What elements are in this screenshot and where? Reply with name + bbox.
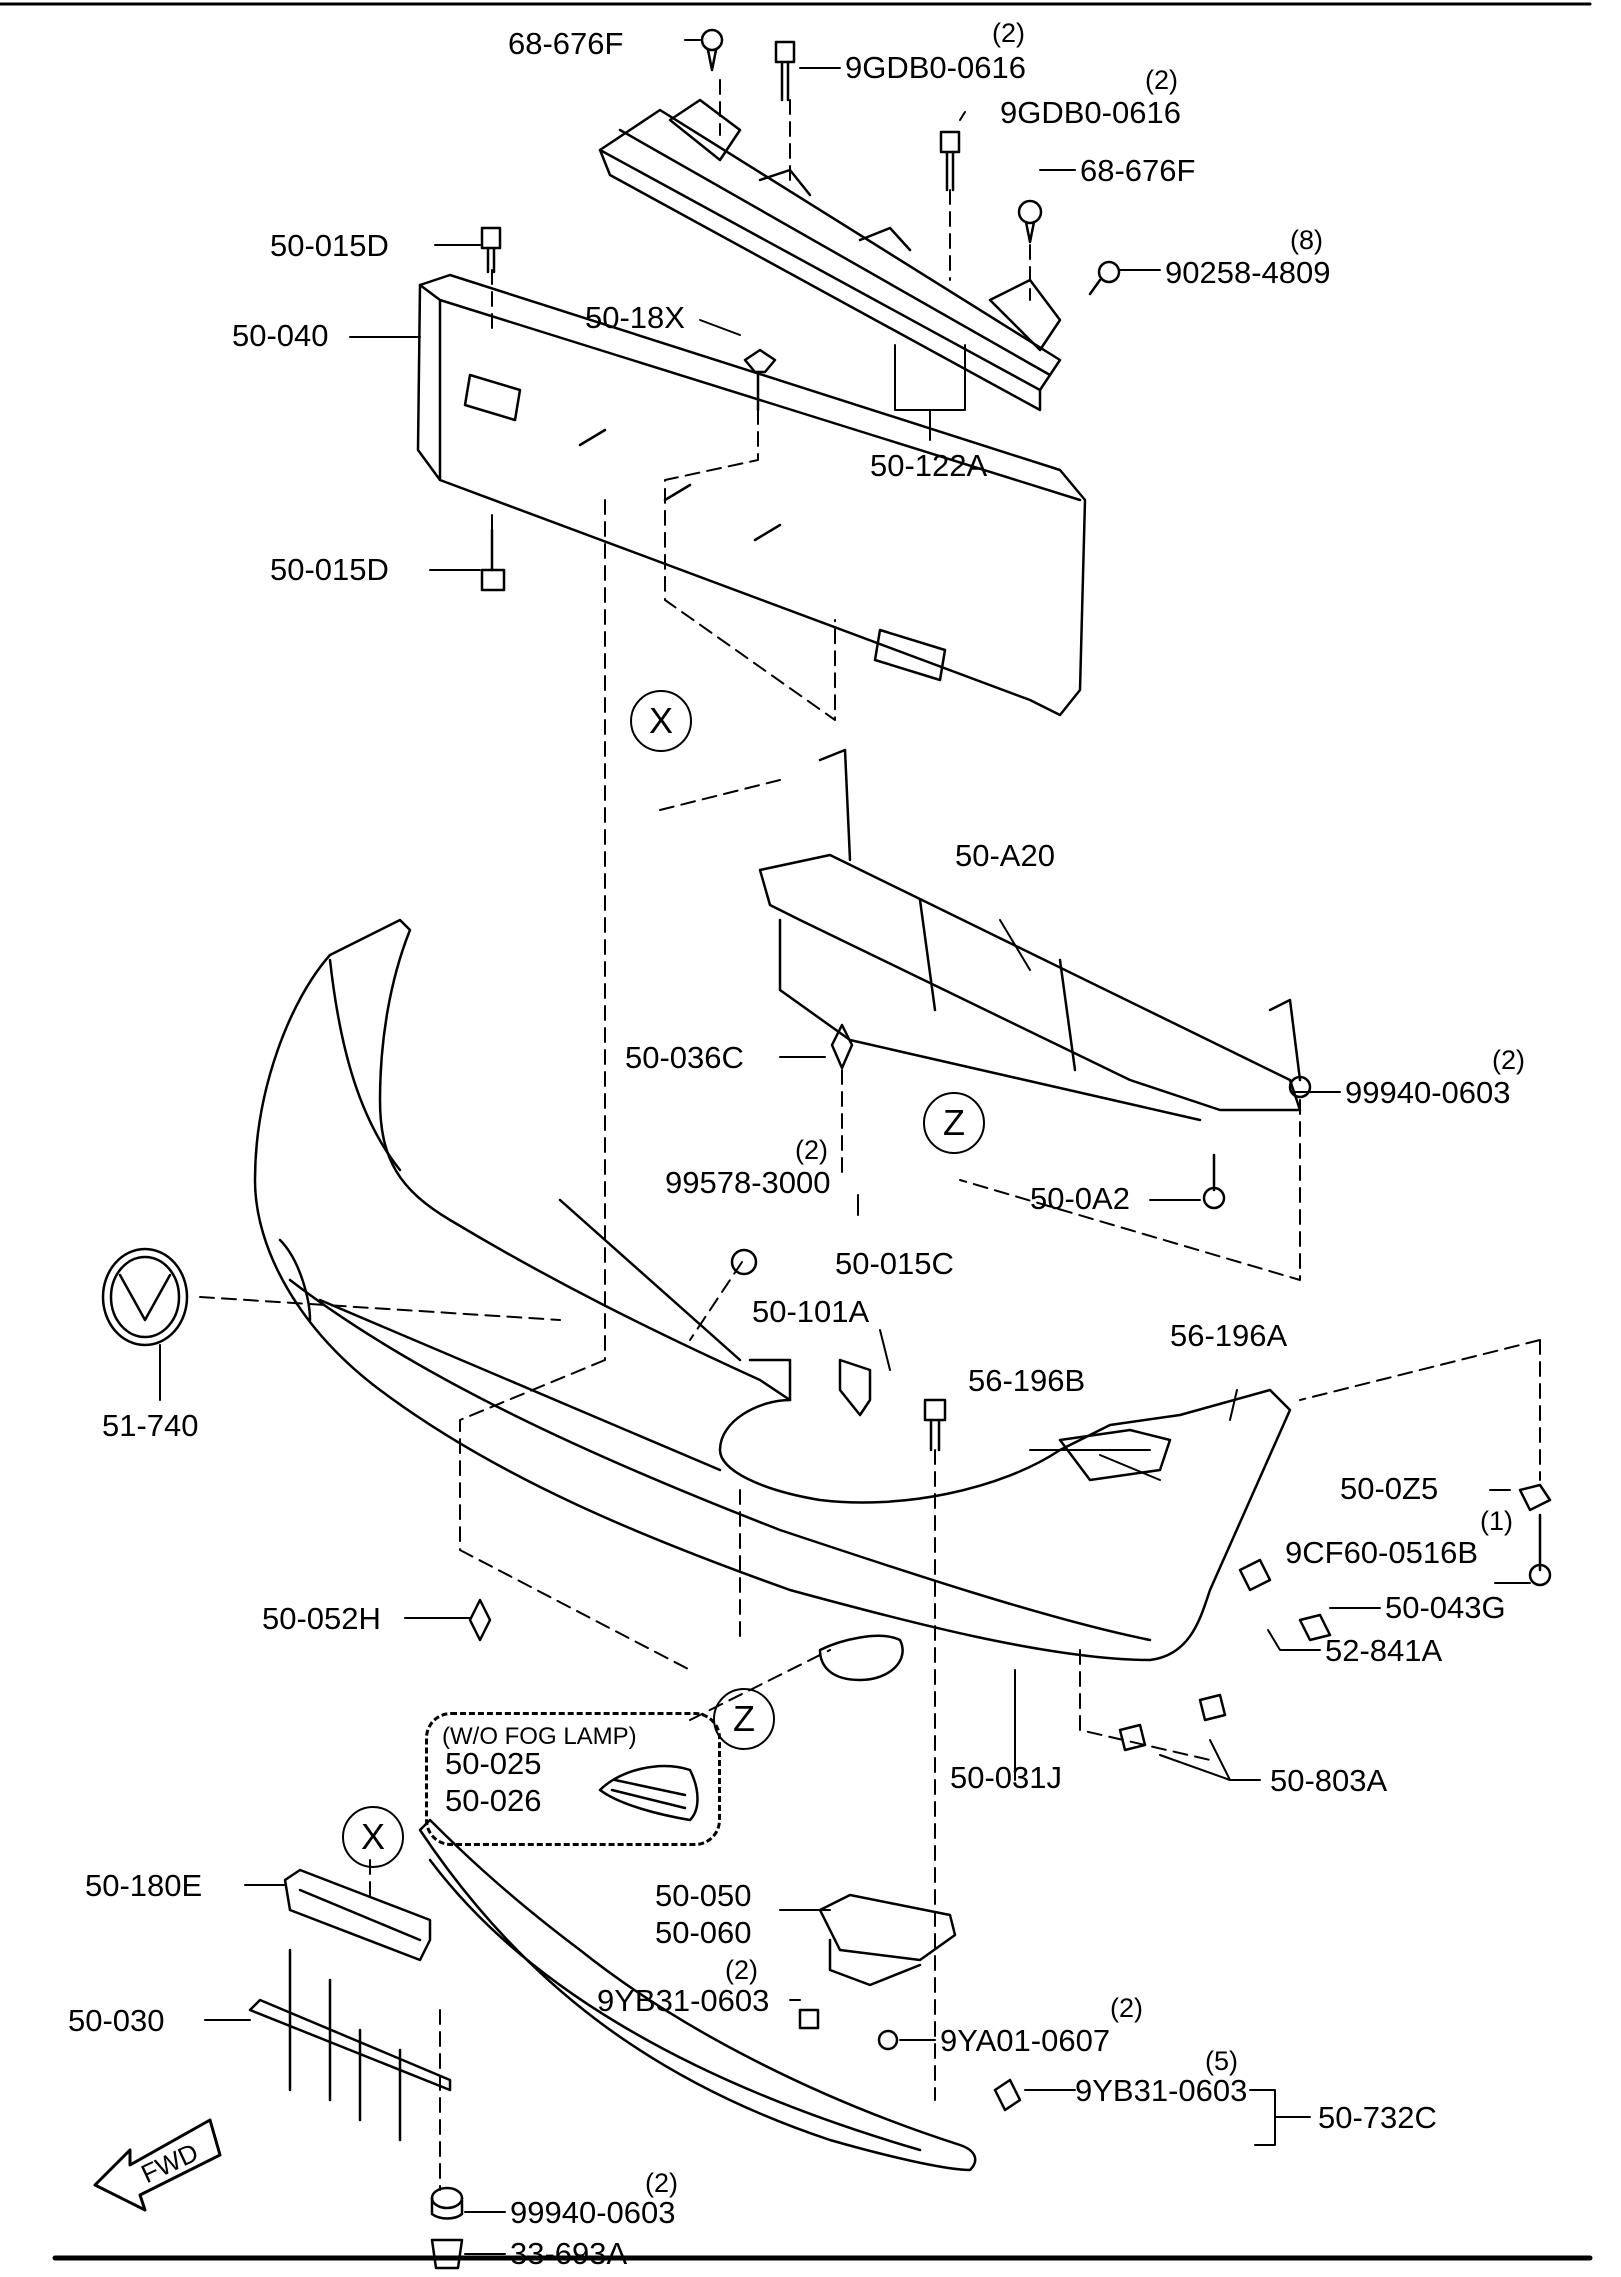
hood-latch-bracket <box>818 1893 957 1987</box>
fog-lamp-cover <box>598 1764 699 1822</box>
quantity-label: (2) <box>1492 1045 1525 1075</box>
part-label: 50-030 <box>68 2003 165 2038</box>
energy-absorber <box>416 273 1087 717</box>
part-label: 50-122A <box>870 448 988 483</box>
quantity-label: (2) <box>1110 1993 1143 2023</box>
part-label: 50-18X <box>585 300 685 335</box>
fwd-arrow <box>93 2118 222 2212</box>
part-label: 90258-4809 <box>1165 255 1331 290</box>
part-label: 9YB31-0603 <box>1075 2073 1248 2108</box>
callout-z-upper: Z <box>923 1092 985 1154</box>
part-label: 56-196A <box>1170 1318 1288 1353</box>
part-label: 9CF60-0516B <box>1285 1535 1479 1570</box>
callout-x-upper: X <box>630 690 692 752</box>
part-label: 50-101A <box>752 1294 870 1329</box>
quantity-label: (2) <box>795 1135 828 1165</box>
part-label: 50-803A <box>1270 1763 1388 1798</box>
part-label: 99940-0603 <box>1345 1075 1511 1110</box>
lower-bracket <box>758 748 1302 1122</box>
quantity-label: (2) <box>725 1955 758 1985</box>
part-label: 50-052H <box>262 1601 381 1636</box>
fasteners <box>430 28 1552 2270</box>
quantity-label: (1) <box>1480 1506 1513 1536</box>
quantity-label: (8) <box>1290 225 1323 255</box>
quantity-label: (2) <box>992 18 1025 48</box>
part-label: 52-841A <box>1325 1633 1443 1668</box>
quantity-label: (2) <box>645 2168 678 2198</box>
part-label: 9GDB0-0616 <box>845 50 1026 85</box>
part-label: 51-740 <box>102 1408 199 1443</box>
bumper-fascia <box>253 918 1292 1682</box>
callout-z-lower: Z <box>713 1688 775 1750</box>
part-label: 50-050 <box>655 1878 752 1913</box>
emblem <box>101 1247 189 1347</box>
part-label: 50-015D <box>270 228 389 263</box>
assembly-lines <box>199 79 1541 2191</box>
part-label: 9GDB0-0616 <box>1000 95 1181 130</box>
part-label: 33-693A <box>510 2236 628 2271</box>
reinforcement-bar <box>598 98 1062 412</box>
part-label: 50-180E <box>85 1868 203 1903</box>
without-fog-lamp-box: (W/O FOG LAMP) <box>425 1712 721 1846</box>
license-bracket <box>248 1868 452 2142</box>
part-label: 50-015D <box>270 552 389 587</box>
part-label: 50-015C <box>835 1246 954 1281</box>
part-label: 9YA01-0607 <box>940 2023 1111 2058</box>
part-label: 9YB31-0603 <box>597 1983 770 2018</box>
quantity-label: (2) <box>1145 65 1178 95</box>
quantity-label: (5) <box>1205 2046 1238 2076</box>
callout-x-lower: X <box>342 1806 404 1868</box>
part-label: 50-036C <box>625 1040 744 1075</box>
part-label: 50-A20 <box>955 838 1055 873</box>
variant-box-title: (W/O FOG LAMP) <box>442 1723 637 1750</box>
part-label: 50-031J <box>950 1760 1063 1795</box>
part-label: 68-676F <box>508 26 624 61</box>
part-label: 50-0Z5 <box>1340 1471 1439 1506</box>
part-label: 50-043G <box>1385 1590 1506 1625</box>
leader-lines <box>159 39 1531 2255</box>
part-label: 50-040 <box>232 318 329 353</box>
part-label: 99578-3000 <box>665 1165 831 1200</box>
part-label: 50-0A2 <box>1030 1181 1130 1216</box>
part-label: 56-196B <box>968 1363 1086 1398</box>
lip-spoiler <box>418 1818 977 2172</box>
part-label: 50-732C <box>1318 2100 1437 2135</box>
part-label: 50-025 <box>445 1746 542 1781</box>
part-label: 50-060 <box>655 1915 752 1950</box>
part-label: 99940-0603 <box>510 2195 676 2230</box>
part-label: 50-026 <box>445 1783 542 1818</box>
part-label: 68-676F <box>1080 153 1196 188</box>
